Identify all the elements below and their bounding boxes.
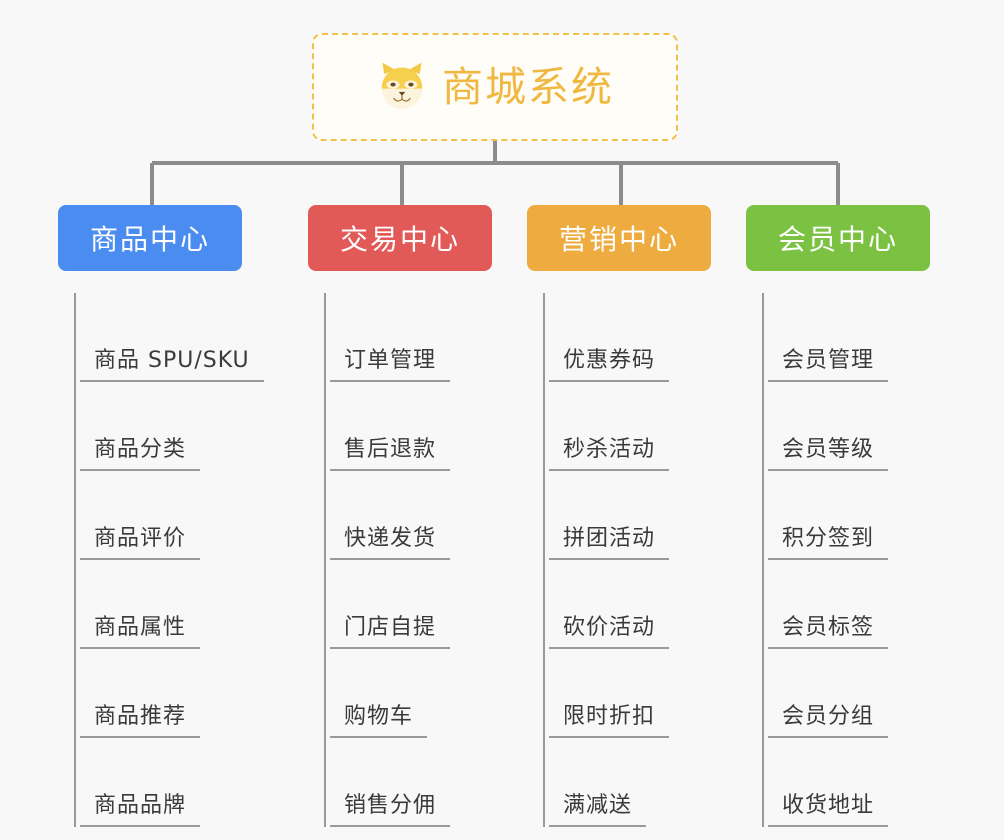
leaf-label: 售后退款 — [330, 436, 451, 471]
leaf-label: 商品推荐 — [80, 703, 201, 738]
leaf-label: 购物车 — [330, 703, 428, 738]
leaf-label: 商品品牌 — [80, 792, 201, 827]
leaf-list-marketing-center: 优惠券码 秒杀活动 拼团活动 砍价活动 限时折扣 满减送 — [527, 293, 711, 827]
category-column-marketing-center: 营销中心 优惠券码 秒杀活动 拼团活动 砍价活动 限时折扣 满减送 — [527, 205, 711, 827]
list-item[interactable]: 满减送 — [527, 738, 711, 827]
leaf-label: 快递发货 — [330, 525, 451, 560]
list-item[interactable]: 砍价活动 — [527, 560, 711, 649]
list-item[interactable]: 商品属性 — [58, 560, 264, 649]
list-item[interactable]: 商品品牌 — [58, 738, 264, 827]
list-item[interactable]: 售后退款 — [308, 382, 492, 471]
list-item[interactable]: 会员管理 — [746, 293, 930, 382]
leaf-label: 商品评价 — [80, 525, 201, 560]
category-label: 商品中心 — [89, 223, 210, 256]
category-header-product-center[interactable]: 商品中心 — [58, 205, 242, 271]
leaf-label: 满减送 — [549, 792, 647, 827]
leaf-label: 商品 SPU/SKU — [80, 347, 264, 382]
leaf-label: 优惠券码 — [549, 347, 670, 382]
leaf-label: 秒杀活动 — [549, 436, 670, 471]
leaf-label: 限时折扣 — [549, 703, 670, 738]
list-item[interactable]: 会员等级 — [746, 382, 930, 471]
list-item[interactable]: 收货地址 — [746, 738, 930, 827]
list-item[interactable]: 秒杀活动 — [527, 382, 711, 471]
category-header-member-center[interactable]: 会员中心 — [746, 205, 930, 271]
leaf-label: 门店自提 — [330, 614, 451, 649]
category-label: 营销中心 — [558, 223, 679, 256]
list-item[interactable]: 订单管理 — [308, 293, 492, 382]
leaf-label: 商品分类 — [80, 436, 201, 471]
leaf-label: 会员管理 — [768, 347, 889, 382]
leaf-label: 拼团活动 — [549, 525, 670, 560]
root-title: 商城系统 — [442, 62, 614, 111]
list-item[interactable]: 商品推荐 — [58, 649, 264, 738]
list-item[interactable]: 会员标签 — [746, 560, 930, 649]
root-node[interactable]: 商城系统 — [312, 33, 678, 141]
leaf-label: 会员标签 — [768, 614, 889, 649]
list-item[interactable]: 商品分类 — [58, 382, 264, 471]
leaf-list-trade-center: 订单管理 售后退款 快递发货 门店自提 购物车 销售分佣 — [308, 293, 492, 827]
category-column-product-center: 商品中心 商品 SPU/SKU 商品分类 商品评价 商品属性 商品推荐 商品品牌 — [58, 205, 264, 827]
category-label: 交易中心 — [339, 223, 460, 256]
leaf-label: 会员分组 — [768, 703, 889, 738]
list-item[interactable]: 销售分佣 — [308, 738, 492, 827]
list-item[interactable]: 购物车 — [308, 649, 492, 738]
leaf-label: 订单管理 — [330, 347, 451, 382]
leaf-list-product-center: 商品 SPU/SKU 商品分类 商品评价 商品属性 商品推荐 商品品牌 — [58, 293, 264, 827]
list-item[interactable]: 限时折扣 — [527, 649, 711, 738]
leaf-label: 收货地址 — [768, 792, 889, 827]
list-item[interactable]: 商品 SPU/SKU — [58, 293, 264, 382]
category-header-trade-center[interactable]: 交易中心 — [308, 205, 492, 271]
shiba-dog-face-icon — [376, 61, 428, 113]
leaf-label: 商品属性 — [80, 614, 201, 649]
category-label: 会员中心 — [777, 223, 898, 256]
leaf-label: 积分签到 — [768, 525, 889, 560]
leaf-label: 砍价活动 — [549, 614, 670, 649]
list-item[interactable]: 拼团活动 — [527, 471, 711, 560]
category-column-trade-center: 交易中心 订单管理 售后退款 快递发货 门店自提 购物车 销售分佣 — [308, 205, 492, 827]
leaf-list-member-center: 会员管理 会员等级 积分签到 会员标签 会员分组 收货地址 — [746, 293, 930, 827]
list-item[interactable]: 会员分组 — [746, 649, 930, 738]
leaf-label: 会员等级 — [768, 436, 889, 471]
category-column-member-center: 会员中心 会员管理 会员等级 积分签到 会员标签 会员分组 收货地址 — [746, 205, 930, 827]
list-item[interactable]: 快递发货 — [308, 471, 492, 560]
leaf-label: 销售分佣 — [330, 792, 451, 827]
category-header-marketing-center[interactable]: 营销中心 — [527, 205, 711, 271]
list-item[interactable]: 优惠券码 — [527, 293, 711, 382]
list-item[interactable]: 门店自提 — [308, 560, 492, 649]
list-item[interactable]: 积分签到 — [746, 471, 930, 560]
list-item[interactable]: 商品评价 — [58, 471, 264, 560]
